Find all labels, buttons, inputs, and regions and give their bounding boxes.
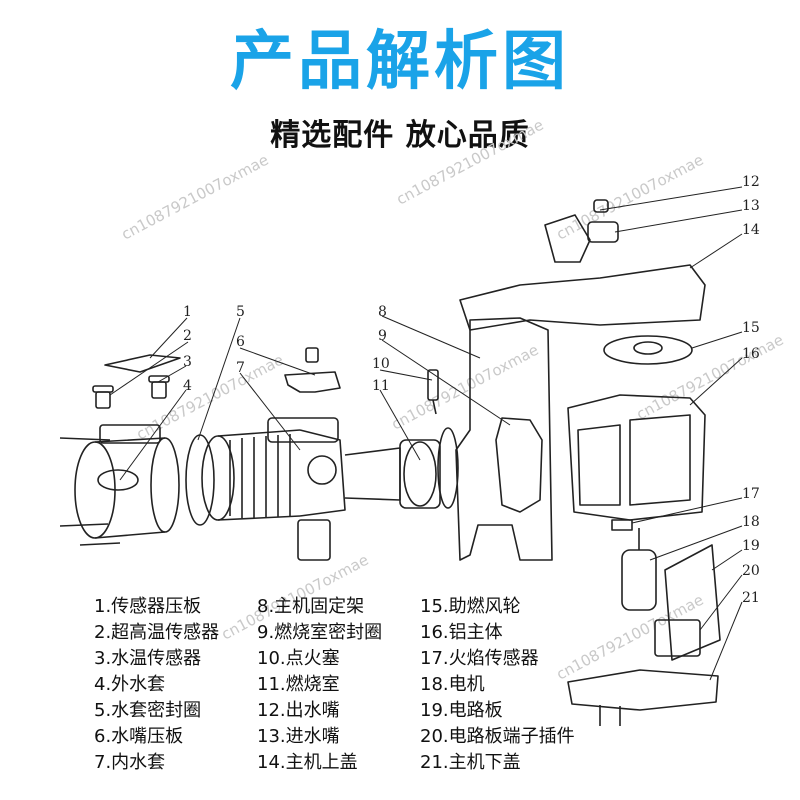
- callout-4: 4: [183, 378, 192, 394]
- page-title: 产品解析图: [230, 25, 570, 99]
- legend-item: 2.超高温传感器: [94, 622, 220, 643]
- callout-19: 19: [742, 538, 760, 554]
- callout-7: 7: [236, 360, 245, 376]
- nozzle-plate-part: [284, 371, 341, 393]
- legend-item: 15.助燃风轮: [420, 596, 521, 617]
- callout-8: 8: [378, 304, 387, 320]
- page-subtitle: 精选配件 放心品质: [270, 118, 530, 153]
- legend-item: 18.电机: [420, 674, 485, 695]
- callout-3: 3: [183, 354, 192, 370]
- leader-lines: [109, 186, 743, 681]
- aluminium-body-part: [567, 394, 706, 521]
- legend-item: 10.点火塞: [257, 648, 340, 669]
- sensor-plate-part: [104, 354, 181, 373]
- legend-item: 19.电路板: [420, 700, 503, 721]
- bottom-cover-part: [567, 669, 719, 711]
- callout-2: 2: [183, 328, 192, 344]
- legend-item: 17.火焰传感器: [420, 648, 539, 669]
- legend-column-2: 8.主机固定架 9.燃烧室密封圈 10.点火塞 11.燃烧室 12.出水嘴 13…: [257, 594, 382, 776]
- callout-15: 15: [742, 320, 760, 336]
- blower-wheel-part: [603, 335, 693, 365]
- callout-13: 13: [742, 198, 760, 214]
- callout-6: 6: [236, 334, 245, 350]
- callout-18: 18: [742, 514, 760, 530]
- legend-column-1: 1.传感器压板 2.超高温传感器 3.水温传感器 4.外水套 5.水套密封圈 6…: [94, 594, 219, 776]
- legend-item: 6.水嘴压板: [94, 726, 184, 747]
- callout-1: 1: [183, 304, 192, 320]
- legend-item: 14.主机上盖: [257, 752, 358, 773]
- legend-item: 7.内水套: [94, 752, 166, 773]
- parts-legend: 1.传感器压板 2.超高温传感器 3.水温传感器 4.外水套 5.水套密封圈 6…: [94, 594, 794, 794]
- legend-item: 11.燃烧室: [257, 674, 340, 695]
- outer-water-jacket-part: [59, 424, 180, 546]
- legend-item: 13.进水嘴: [257, 726, 340, 747]
- flame-sensor-part: [611, 519, 633, 531]
- combustion-chamber-part: [344, 427, 459, 509]
- callout-21: 21: [742, 590, 760, 606]
- legend-item: 9.燃烧室密封圈: [257, 622, 383, 643]
- legend-item: 1.传感器压板: [94, 596, 202, 617]
- callout-5: 5: [236, 304, 245, 320]
- legend-item: 12.出水嘴: [257, 700, 340, 721]
- watermark: cn1087921007oxmae: [118, 151, 271, 244]
- callout-10: 10: [372, 356, 390, 372]
- legend-item: 16.铝主体: [420, 622, 503, 643]
- watermark: cn1087921007oxmae: [633, 331, 786, 424]
- callout-12: 12: [742, 174, 760, 190]
- main-frame-part: [455, 317, 553, 561]
- spark-plug-part: [427, 369, 439, 415]
- motor-part: [621, 528, 657, 611]
- water-nozzle-parts: [544, 199, 619, 263]
- legend-item: 21.主机下盖: [420, 752, 521, 773]
- legend-item: 8.主机固定架: [257, 596, 365, 617]
- callout-17: 17: [742, 486, 760, 502]
- callout-11: 11: [372, 378, 390, 394]
- legend-item: 3.水温传感器: [94, 648, 202, 669]
- callout-20: 20: [742, 563, 760, 579]
- combustion-seal-part: [495, 417, 543, 513]
- watermark: cn1087921007oxmae: [393, 116, 546, 209]
- callout-9: 9: [378, 328, 387, 344]
- legend-column-3: 15.助燃风轮 16.铝主体 17.火焰传感器 18.电机 19.电路板 20.…: [420, 594, 575, 776]
- callout-16: 16: [742, 346, 760, 362]
- inner-water-jacket-part: [201, 417, 346, 561]
- legend-item: 4.外水套: [94, 674, 166, 695]
- water-jacket-seal-part: [185, 434, 215, 526]
- callout-14: 14: [742, 222, 760, 238]
- legend-item: 5.水套密封圈: [94, 700, 202, 721]
- legend-item: 20.电路板端子插件: [420, 726, 575, 747]
- circuit-board-part: [654, 544, 721, 661]
- top-cover-part: [459, 264, 706, 331]
